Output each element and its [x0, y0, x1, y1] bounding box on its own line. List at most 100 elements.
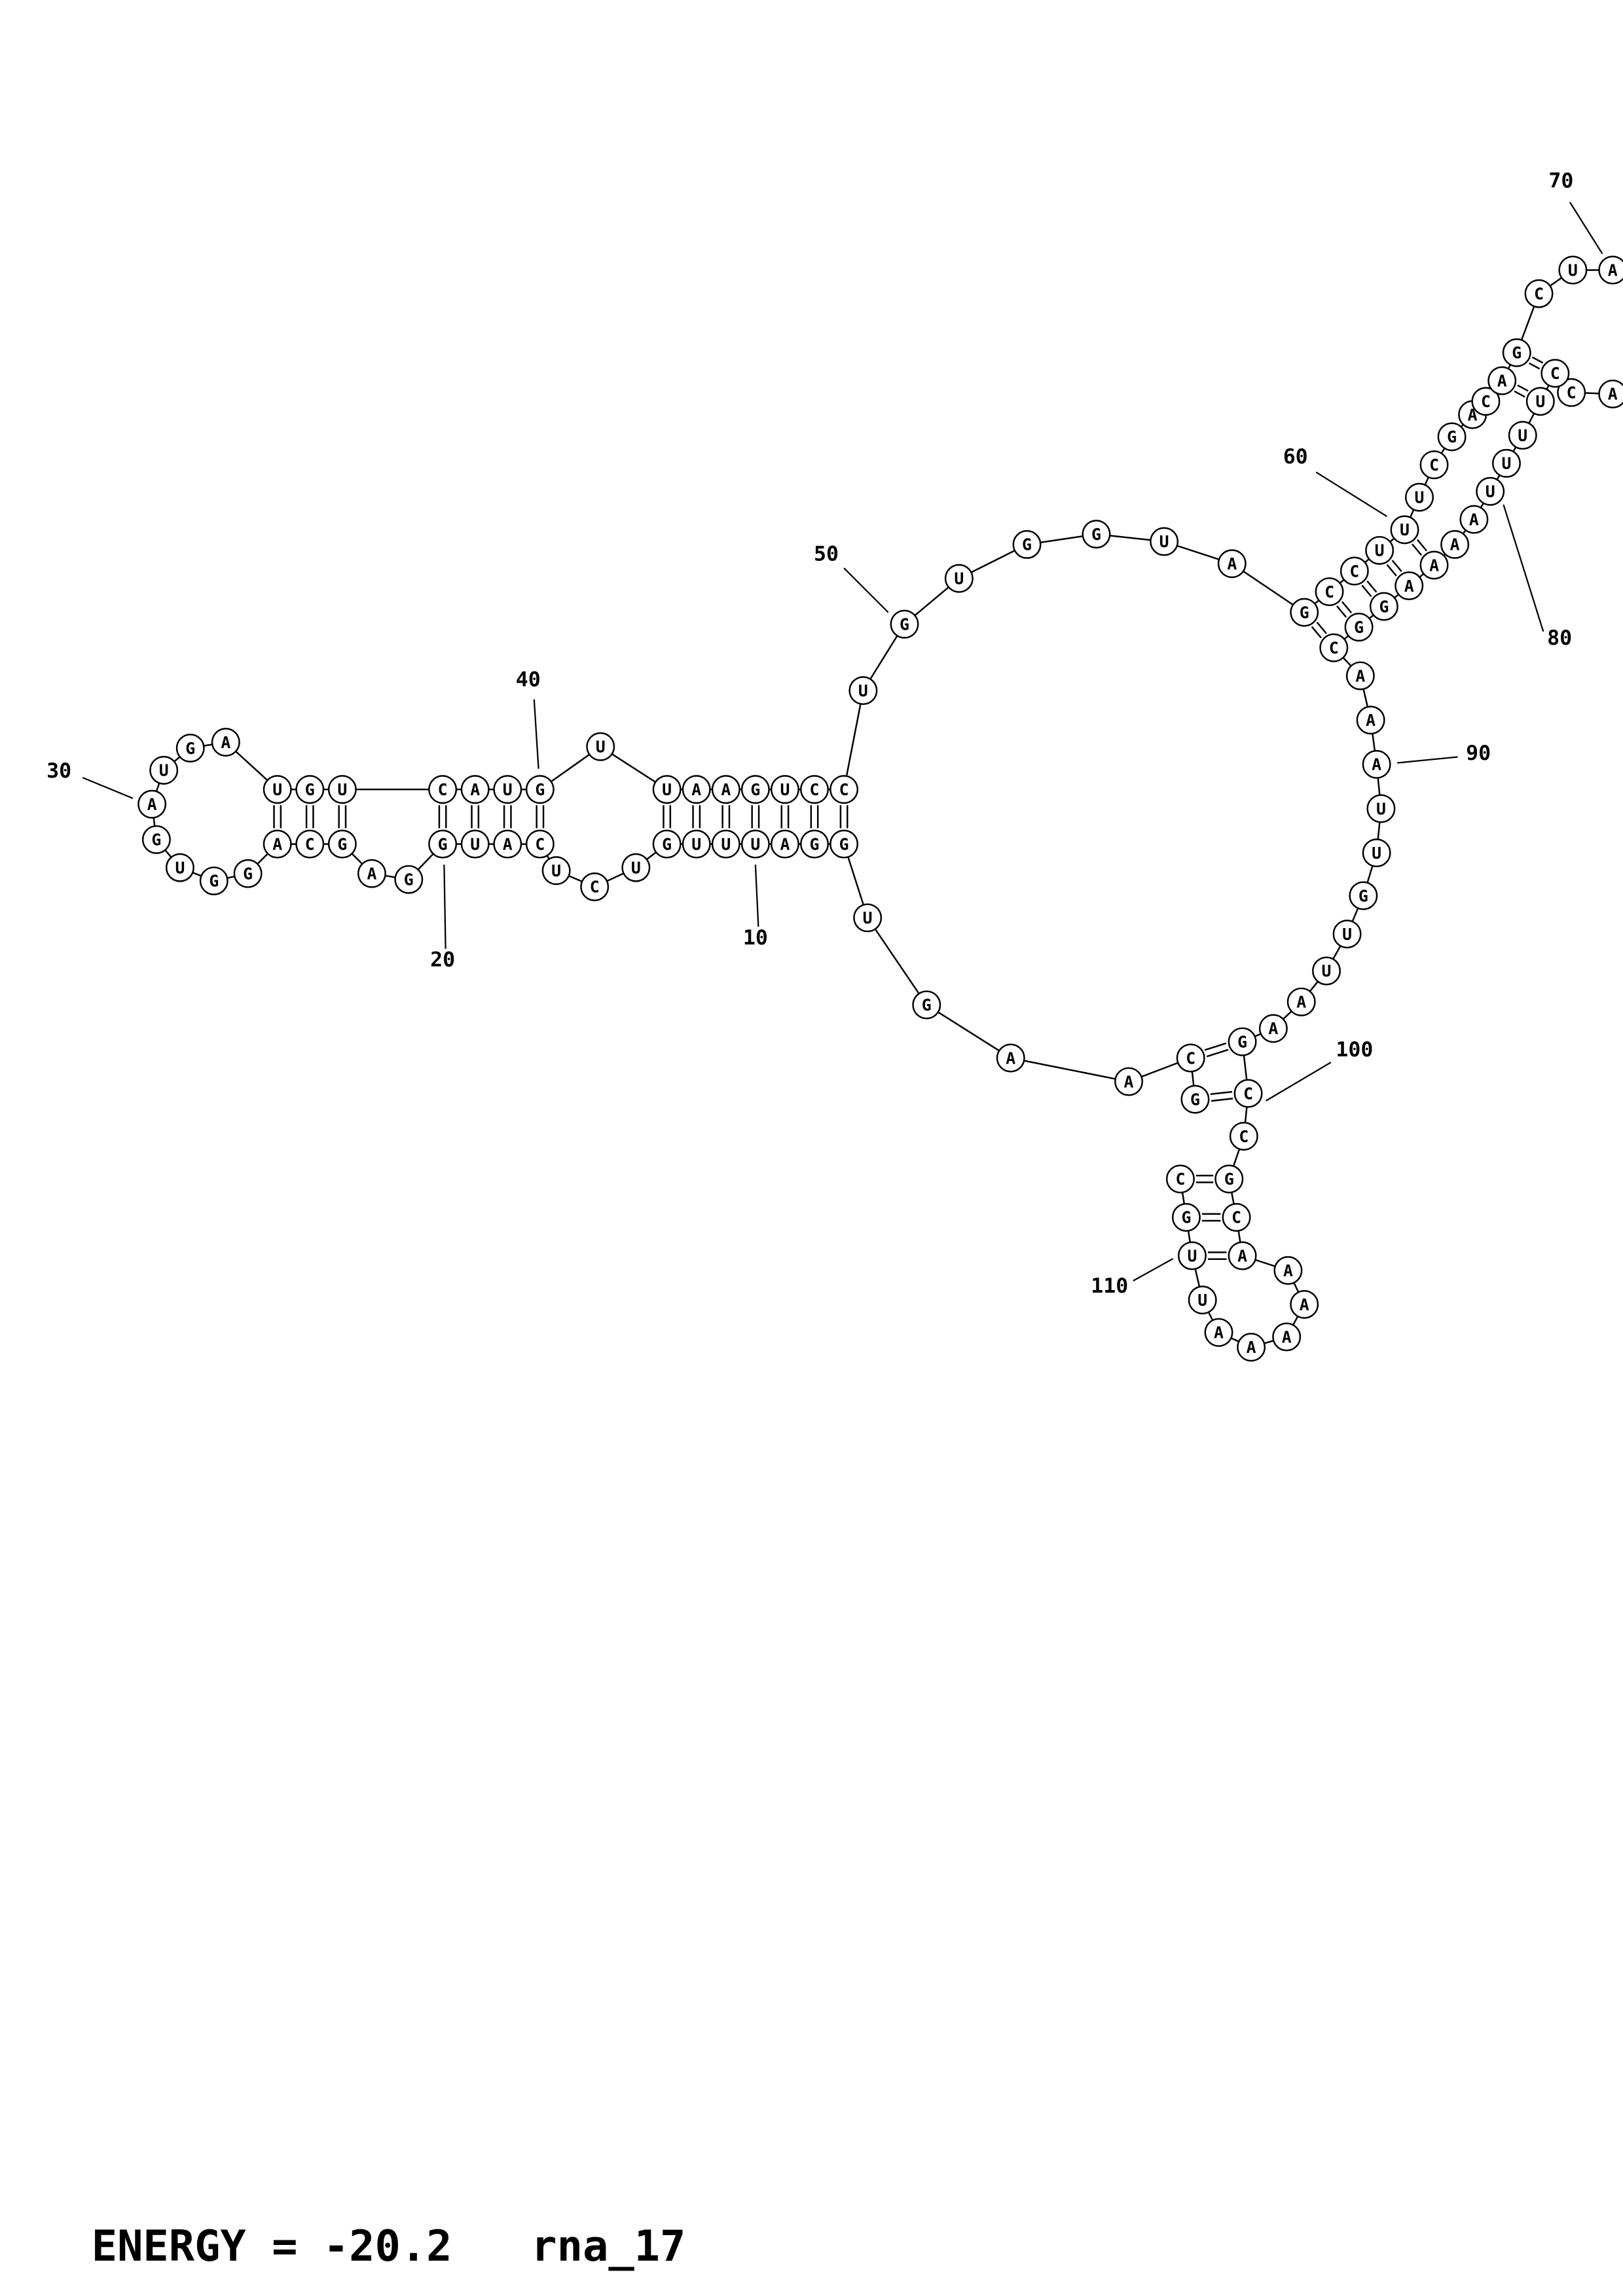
position-label-40: 40 — [516, 668, 541, 691]
nucleotide-circle-19 — [460, 829, 490, 859]
nucleotide-base-34: U — [272, 780, 282, 799]
nucleotide-circle-42 — [652, 775, 682, 804]
nucleotide-circle-1 — [1180, 1085, 1210, 1114]
nucleotide-circle-4 — [996, 1043, 1025, 1073]
nucleotide-base-79: U — [1502, 454, 1512, 473]
nucleotide-circle-111 — [1171, 1202, 1201, 1232]
nucleotide-circle-70 — [1598, 255, 1623, 285]
nucleotide-base-76: C — [1550, 364, 1560, 383]
energy-label: ENERGY = -20.2 — [92, 2221, 452, 2271]
nucleotide-circle-98 — [1228, 1027, 1257, 1056]
nucleotide-base-26: G — [243, 864, 253, 883]
nucleotide-base-46: U — [780, 780, 790, 799]
nucleotide-circle-35 — [295, 775, 325, 804]
nucleotide-circle-47 — [800, 775, 829, 804]
nucleotide-base-107: A — [1247, 1338, 1256, 1357]
nucleotide-base-51: U — [954, 569, 964, 588]
nucleotide-circle-34 — [263, 775, 292, 804]
nucleotide-base-10: U — [750, 834, 760, 853]
nucleotide-base-58: C — [1349, 562, 1359, 581]
nucleotide-circle-106 — [1272, 1322, 1302, 1352]
nucleotide-circle-57 — [1315, 577, 1344, 607]
nucleotide-circle-95 — [1312, 956, 1341, 986]
nucleotide-base-40: G — [535, 780, 545, 799]
nucleotide-base-66: A — [1497, 371, 1507, 390]
nucleotide-base-17: C — [535, 834, 545, 853]
position-label-50: 50 — [814, 543, 839, 566]
pair-tie-60-83-1 — [1416, 539, 1428, 552]
pair-tie-66-77-0 — [1514, 390, 1525, 398]
position-leader-20 — [443, 865, 447, 949]
nucleotide-base-61: U — [1415, 488, 1425, 507]
nucleotide-circle-2 — [1176, 1043, 1205, 1073]
nucleotide-base-59: U — [1375, 541, 1385, 560]
nucleotide-base-52: G — [1022, 535, 1032, 554]
nucleotide-base-35: G — [305, 780, 315, 799]
nucleotide-base-94: U — [1342, 925, 1352, 944]
nucleotide-base-111: G — [1181, 1208, 1191, 1227]
pair-tie-59-84-0 — [1386, 564, 1397, 577]
nucleotide-circle-25 — [263, 829, 292, 859]
nucleotide-circle-110 — [1177, 1241, 1207, 1270]
position-label-10: 10 — [743, 926, 768, 950]
nucleotide-base-85: G — [1379, 597, 1389, 616]
nucleotide-base-68: C — [1534, 284, 1544, 303]
nucleotide-circle-92 — [1362, 838, 1391, 868]
position-label-80: 80 — [1547, 626, 1572, 650]
nucleotide-circle-24 — [295, 829, 325, 859]
pair-tie-1-99-1 — [1210, 1090, 1233, 1096]
nucleotide-base-62: C — [1429, 456, 1439, 475]
position-leader-50 — [843, 567, 889, 613]
nucleotide-circle-13 — [652, 829, 682, 859]
nucleotide-base-93: G — [1359, 886, 1368, 905]
nucleotide-circle-18 — [493, 829, 522, 859]
nucleotide-base-87: C — [1329, 639, 1339, 658]
position-leader-70 — [1569, 202, 1603, 255]
position-label-20: 20 — [430, 948, 455, 972]
nucleotide-circle-101 — [1214, 1164, 1244, 1194]
backbone-segment-4-5 — [926, 1004, 1012, 1059]
nucleotide-circle-63 — [1437, 422, 1467, 452]
nucleotide-circle-82 — [1440, 529, 1470, 559]
nucleotide-circle-16 — [541, 856, 571, 886]
nucleotide-circle-10 — [740, 829, 770, 859]
pair-tie-57-86-0 — [1336, 605, 1347, 618]
pair-tie-1-99-0 — [1211, 1098, 1233, 1102]
nucleotide-base-14: U — [631, 858, 641, 877]
nucleotide-circle-3 — [1114, 1067, 1144, 1096]
nucleotide-base-38: A — [470, 780, 480, 799]
nucleotide-base-5: G — [922, 996, 932, 1014]
position-label-70: 70 — [1548, 169, 1573, 192]
nucleotide-base-53: G — [1091, 525, 1101, 544]
pair-tie-56-87-1 — [1316, 622, 1327, 634]
nucleotide-base-104: A — [1283, 1261, 1293, 1280]
nucleotide-circle-56 — [1290, 598, 1319, 627]
nucleotide-base-80: U — [1486, 482, 1495, 501]
nucleotide-base-7: G — [839, 834, 849, 853]
nucleotide-circle-20 — [428, 829, 458, 859]
nucleotide-base-78: U — [1518, 426, 1527, 445]
nucleotide-base-6: U — [863, 908, 873, 927]
nucleotide-circle-100 — [1229, 1121, 1258, 1151]
pair-tie-67-76-1 — [1531, 356, 1544, 364]
backbone-segment-48-49 — [843, 690, 864, 790]
nucleotide-base-50: G — [900, 615, 909, 634]
nucleotide-circle-90 — [1362, 749, 1391, 779]
nucleotide-circle-87 — [1319, 633, 1349, 662]
nucleotide-circle-88 — [1345, 661, 1375, 691]
nucleotide-base-70: A — [1608, 260, 1618, 279]
position-leader-100 — [1266, 1062, 1332, 1102]
nucleotide-circle-41 — [586, 732, 615, 761]
nucleotide-base-82: A — [1450, 535, 1460, 554]
nucleotide-circle-7 — [830, 829, 859, 859]
nucleotide-circle-32 — [175, 734, 205, 763]
nucleotide-base-8: G — [810, 834, 820, 853]
nucleotide-circle-22 — [357, 859, 386, 888]
nucleotide-circle-94 — [1332, 920, 1362, 949]
nucleotide-base-60: U — [1400, 520, 1410, 539]
nucleotide-base-90: A — [1372, 755, 1381, 774]
nucleotide-base-74: A — [1608, 385, 1618, 404]
nucleotide-circle-28 — [165, 853, 194, 882]
